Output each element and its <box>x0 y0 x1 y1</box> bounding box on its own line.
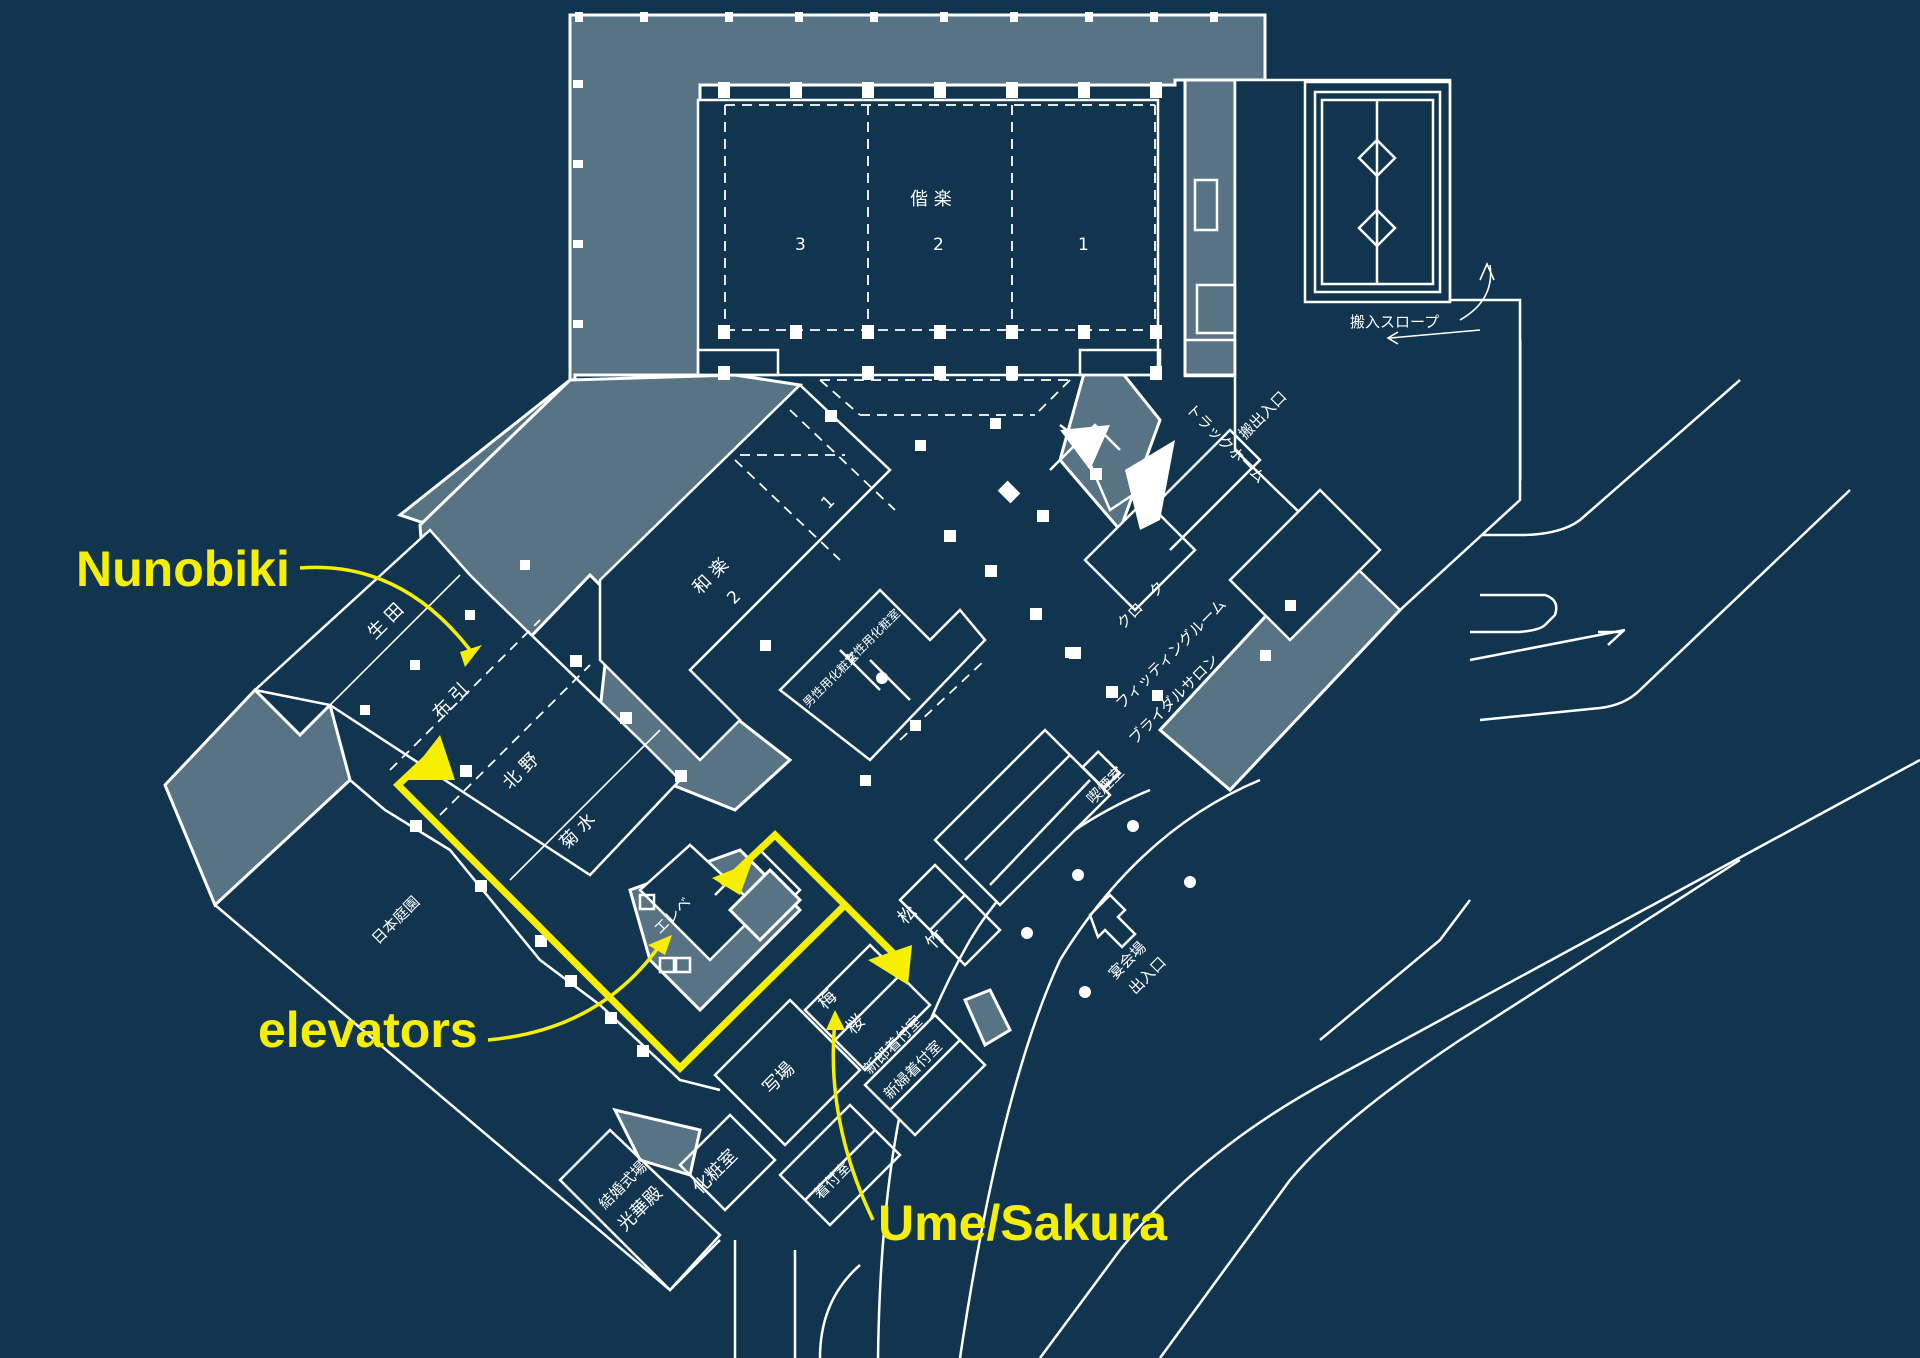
room-matsu: 松 <box>894 901 922 929</box>
right-rooms <box>1049 423 1382 701</box>
room-powder: 化粧室 <box>689 1146 742 1199</box>
small-rooms <box>898 728 1196 998</box>
room-kairaku-3: 3 <box>795 235 806 255</box>
elevators-arrowhead <box>648 935 672 955</box>
loading-area <box>1183 78 1522 612</box>
left-wing <box>163 528 721 1292</box>
entrance-arrow <box>1088 893 1137 949</box>
kairaku-pillars <box>718 82 1162 380</box>
ume-sakura-connector <box>831 1019 875 1221</box>
room-loading-slope: 搬入スロープ <box>1350 313 1439 331</box>
annotation-ume-sakura: Ume/Sakura <box>878 1195 1168 1251</box>
annotation-nunobiki: Nunobiki <box>76 541 290 597</box>
lower-rooms <box>558 943 987 1292</box>
elevators-connector <box>487 943 662 1042</box>
room-dressing: 着付室 <box>810 1158 855 1203</box>
room-kairaku: 偕 楽 <box>910 189 952 210</box>
waraku-hall <box>598 383 1118 762</box>
kairaku-hall <box>696 98 1162 416</box>
elevator-block <box>638 843 803 974</box>
room-kairaku-1: 1 <box>1078 235 1089 255</box>
yellow-route <box>392 735 912 1073</box>
corridor-wall-ticks <box>573 12 1218 328</box>
room-kairaku-2: 2 <box>933 235 944 255</box>
center-powder-rooms <box>760 588 987 786</box>
ume-sakura-arrowhead <box>826 1010 845 1030</box>
annotation-elevators: elevators <box>258 1002 478 1058</box>
room-take: 竹 <box>922 926 950 954</box>
room-japanese-garden: 日本庭園 <box>368 893 423 948</box>
nunobiki-connector <box>299 565 472 652</box>
nunobiki-arrowhead <box>460 645 482 667</box>
